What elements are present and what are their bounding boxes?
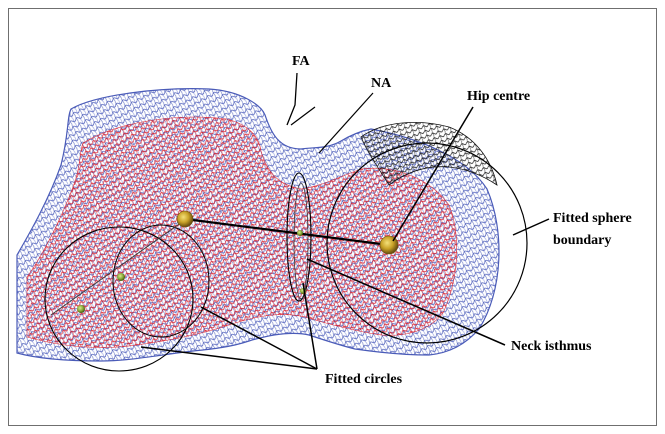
fa-tick [291,107,315,125]
fitted-sphere-leader [513,219,549,235]
hip-centre-marker [380,236,398,254]
fitted-circles-leader-1 [141,347,317,369]
label-neck-isthmus: Neck isthmus [511,339,592,355]
label-fa: FA [292,54,310,70]
shaft-marker-lower [77,305,85,313]
label-fitted-sphere-line2: boundary [553,233,611,249]
label-fitted-sphere-line1: Fitted sphere [553,211,632,227]
neck-marker [177,211,193,227]
isthmus-marker [297,230,303,236]
label-hip-centre: Hip centre [467,89,530,105]
figure-frame: FA NA Hip centre Fitted sphere boundary … [8,8,657,426]
label-na: NA [371,76,391,92]
fa-leader-line [287,73,297,125]
label-fitted-circles: Fitted circles [325,372,402,388]
shaft-marker-upper [117,273,125,281]
